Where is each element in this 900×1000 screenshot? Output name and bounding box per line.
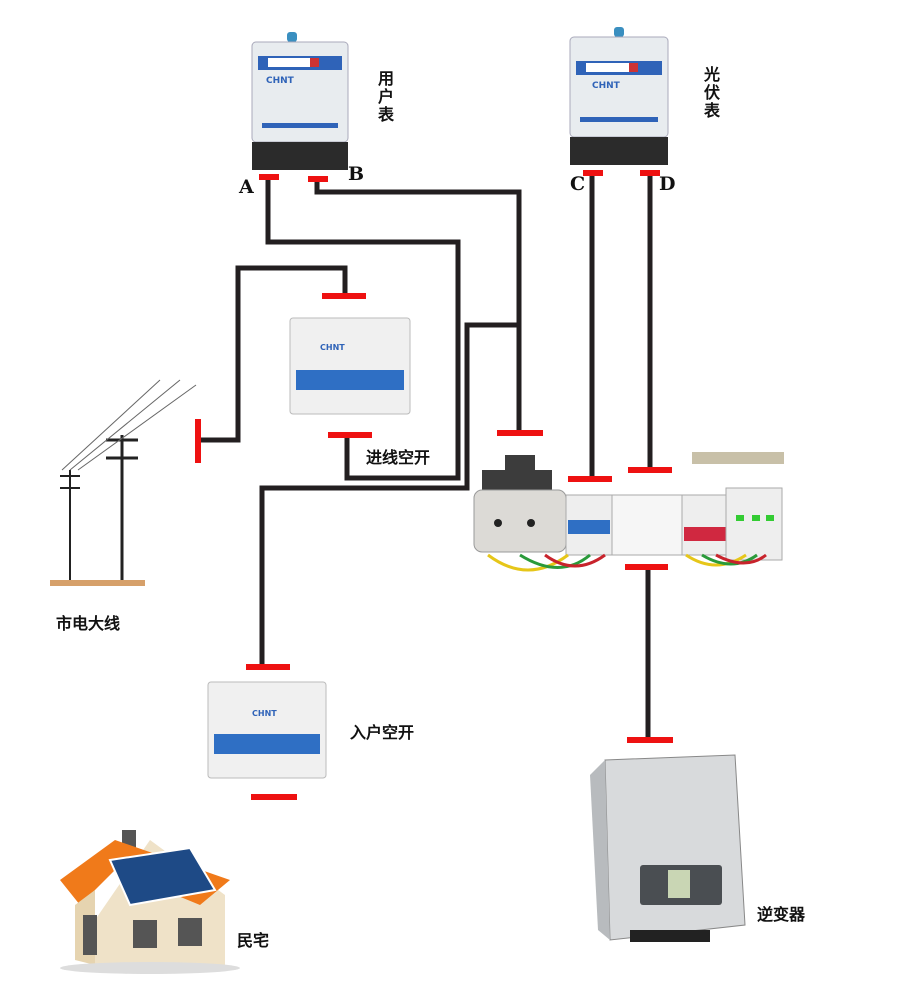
power-pole-icon — [50, 379, 197, 586]
breaker-brand-logo: CHNT — [320, 343, 345, 352]
terminal-b-label: B — [348, 163, 365, 185]
inverter-label: 逆变器 — [757, 905, 806, 924]
distribution-box — [473, 452, 784, 572]
home-breaker-label: 入户空开 — [350, 723, 415, 742]
wire-b-to-distribution — [314, 178, 522, 433]
home-breaker: CHNT — [207, 681, 327, 779]
breaker-brand-logo: CHNT — [252, 709, 277, 718]
wire-a-to-incoming-breaker — [265, 178, 461, 481]
wire-grid-to-incoming-breaker — [198, 265, 348, 443]
meter-brand-logo: CHNT — [592, 81, 621, 91]
inverter-device — [590, 754, 746, 942]
pv-meter: CHNT — [569, 27, 669, 165]
grid-line-label: 市电大线 — [56, 614, 121, 633]
wires — [198, 175, 653, 740]
user-meter-label: 用户表 — [375, 70, 394, 124]
user-meter: CHNT — [251, 32, 349, 170]
wire-distribution-to-home-breaker — [259, 322, 519, 667]
house-icon — [60, 830, 240, 974]
meter-brand-logo: CHNT — [266, 76, 295, 86]
terminal-c-label: C — [570, 173, 586, 195]
incoming-breaker: CHNT — [289, 317, 411, 415]
house-label: 民宅 — [237, 931, 270, 950]
incoming-breaker-label: 进线空开 — [366, 448, 431, 467]
pv-meter-label: 光伏表 — [701, 66, 720, 120]
terminal-bars — [195, 170, 673, 800]
terminal-a-label: A — [239, 176, 254, 198]
terminal-d-label: D — [659, 173, 676, 195]
